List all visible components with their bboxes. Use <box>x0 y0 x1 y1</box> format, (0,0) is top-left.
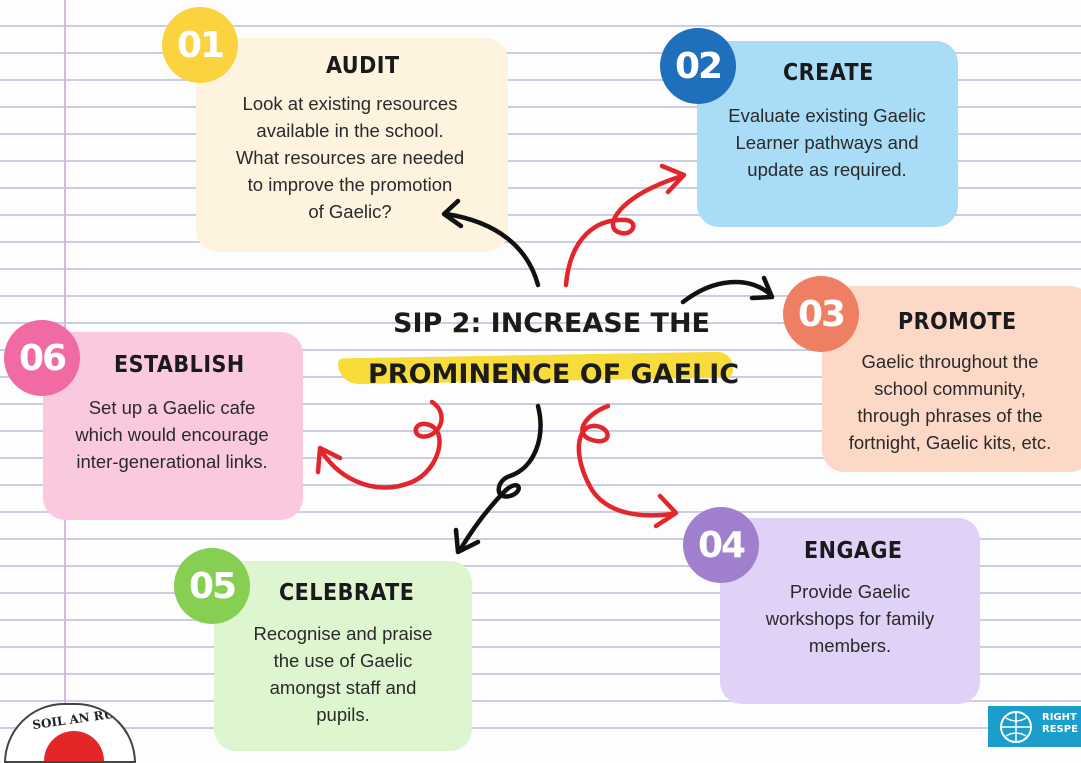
arrow-head-establish <box>315 445 343 475</box>
arrow-head-promote <box>749 275 775 301</box>
rights-respecting-logo: RIGHT RESPE <box>988 706 1081 747</box>
step-badge-06: 06 <box>4 320 80 396</box>
arrow-head-create <box>659 163 687 195</box>
step-title-audit: AUDIT <box>326 53 400 79</box>
rights-logo-text: RIGHT RESPE <box>1042 712 1078 735</box>
step-card-engage <box>720 518 980 704</box>
step-card-celebrate <box>214 561 472 751</box>
step-badge-02: 02 <box>660 28 736 104</box>
step-card-promote <box>822 286 1081 472</box>
connector-arrows <box>315 163 775 555</box>
arrow-to-establish <box>319 399 444 490</box>
step-badge-05: 05 <box>174 548 250 624</box>
arrow-to-audit <box>443 211 541 288</box>
center-title-line-2: PROMINENCE OF GAELIC <box>368 359 740 390</box>
step-badge-04: 04 <box>683 507 759 583</box>
arrow-to-engage <box>576 403 675 518</box>
step-title-establish: ESTABLISH <box>114 352 245 378</box>
center-title-line-1: SIP 2: INCREASE THE <box>393 308 710 339</box>
arrow-head-engage <box>653 493 679 529</box>
globe-icon <box>1000 711 1032 743</box>
step-title-promote: PROMOTE <box>898 309 1017 335</box>
school-logo-text: SOIL AN RUBH <box>31 703 136 733</box>
step-badge-03: 03 <box>783 276 859 352</box>
step-title-engage: ENGAGE <box>804 538 903 564</box>
step-title-celebrate: CELEBRATE <box>279 580 415 606</box>
arrow-to-create <box>563 173 685 288</box>
step-badge-01: 01 <box>162 7 238 83</box>
arrow-head-audit <box>441 198 464 229</box>
step-card-create <box>697 41 958 227</box>
step-title-create: CREATE <box>783 60 874 86</box>
arrow-to-celebrate <box>457 403 543 553</box>
arrow-head-celebrate <box>453 527 481 555</box>
school-logo-emblem <box>44 731 104 761</box>
step-card-establish <box>43 332 303 520</box>
arrow-to-promote <box>680 279 773 305</box>
